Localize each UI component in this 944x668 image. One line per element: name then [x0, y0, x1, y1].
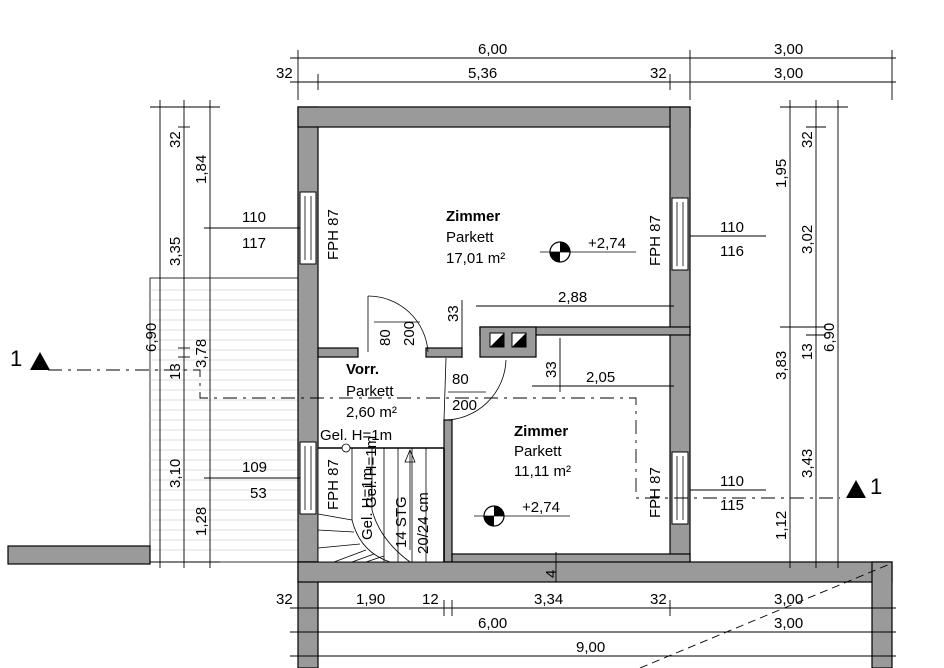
dim-left-184: 1,84: [193, 155, 210, 184]
roof-dashed-line: [639, 563, 891, 668]
dimension-lines-left: [150, 100, 300, 568]
dim-bot-190: 1,90: [356, 591, 385, 608]
window-height: 115: [720, 497, 744, 514]
dim-right-343: 3,43: [799, 449, 816, 478]
dim-wall-4: 4: [543, 570, 560, 578]
room-floor: Parkett: [346, 383, 394, 400]
dimension-lines-top: [290, 50, 896, 100]
door-height: 200: [401, 321, 418, 346]
dim-top-right-2: 3,00: [774, 65, 803, 82]
window-label: FPH 87: [647, 215, 664, 266]
dim-wall-288: 2,88: [558, 289, 587, 306]
window-height: 53: [250, 485, 267, 502]
section-mark-right: 1: [870, 474, 882, 499]
room-name: Zimmer: [446, 208, 500, 225]
section-mark-left: 1: [10, 346, 22, 371]
dim-right-302: 3,02: [799, 225, 816, 254]
railing-label: Gel. H=1m: [320, 427, 392, 444]
dim-left-310: 3,10: [167, 459, 184, 488]
window-right-top: [671, 197, 689, 271]
section-arrow-icon: [846, 480, 866, 498]
window-right-bottom: [671, 451, 689, 525]
dim-top-wall-right: 32: [650, 65, 667, 82]
dimension-lines-interior: [461, 300, 674, 582]
room-floor: Parkett: [446, 229, 494, 246]
dim-left-13: 13: [167, 363, 184, 380]
dim-bot-32-right: 32: [650, 591, 667, 608]
railing-label: Gel. H=1m: [359, 468, 376, 540]
room-floor: Parkett: [514, 443, 562, 460]
dimension-lines-bottom: [290, 600, 896, 657]
window-left-top: [299, 191, 317, 265]
dim-right-112: 1,12: [773, 511, 790, 540]
door-upper: [367, 295, 429, 353]
room-area: 2,60 m²: [346, 404, 397, 421]
dim-right-690: 6,90: [821, 323, 838, 352]
dim-bot-900: 9,00: [576, 639, 605, 656]
dim-top-wall-left: 32: [276, 65, 293, 82]
level-marker-icon: [540, 241, 636, 263]
dim-left-690: 6,90: [143, 323, 160, 352]
railing-label: Gel. H=1m: [363, 436, 380, 508]
door-height: 200: [452, 397, 477, 414]
dim-bot-334: 3,34: [534, 591, 563, 608]
window-width: 110: [720, 219, 744, 236]
door-width: 80: [377, 329, 394, 346]
door-lower: [443, 357, 507, 421]
dim-right-383: 3,83: [773, 351, 790, 380]
dim-wall-205: 2,05: [586, 369, 615, 386]
window-width: 110: [242, 209, 266, 226]
dim-left-335: 3,35: [167, 237, 184, 266]
dim-right-195: 1,95: [773, 159, 790, 188]
window-left-bottom: [299, 441, 317, 515]
dim-left-128: 1,28: [193, 507, 210, 536]
dim-bot-300-a: 3,00: [774, 591, 803, 608]
room-level: +2,74: [588, 235, 626, 252]
window-width: 109: [242, 459, 267, 476]
neighbor-wall: [7, 545, 151, 565]
stair-steps: 14 STG: [393, 496, 410, 548]
section-line: [30, 352, 866, 499]
terrace-hatching: [149, 277, 299, 563]
window-height: 117: [242, 235, 266, 252]
door-width: 80: [452, 371, 469, 388]
dim-wall-33-a: 33: [445, 305, 462, 322]
section-arrow-icon: [30, 352, 50, 370]
window-height: 116: [720, 243, 744, 260]
dim-left-wall-top: 32: [167, 131, 184, 148]
window-label: FPH 87: [325, 209, 342, 260]
dimension-lines-right: [690, 100, 848, 568]
window-label: FPH 87: [325, 459, 342, 510]
window-width: 110: [720, 473, 744, 490]
window-label: FPH 87: [647, 467, 664, 518]
dim-top-inner: 5,36: [468, 65, 497, 82]
dim-right-32: 32: [799, 131, 816, 148]
room-name: Zimmer: [514, 423, 568, 440]
level-marker-icon: [474, 505, 570, 527]
stair-rise-run: 20/24 cm: [415, 492, 432, 554]
room-name: Vorr.: [346, 361, 379, 378]
staircase: [317, 443, 445, 563]
room-level: +2,74: [522, 499, 560, 516]
dim-right-13: 13: [799, 343, 816, 360]
dim-top-right: 3,00: [774, 41, 803, 58]
dim-left-378: 3,78: [193, 339, 210, 368]
dim-wall-33-b: 33: [543, 361, 560, 378]
dim-bot-12: 12: [422, 591, 439, 608]
room-area: 17,01 m²: [446, 250, 505, 267]
dim-bot-300-b: 3,00: [774, 615, 803, 632]
dim-top-total: 6,00: [478, 41, 507, 58]
dim-bot-600: 6,00: [478, 615, 507, 632]
dim-bot-32-left: 32: [276, 591, 293, 608]
chimney-flue-icon: [489, 332, 527, 348]
room-area: 11,11 m²: [514, 463, 571, 480]
